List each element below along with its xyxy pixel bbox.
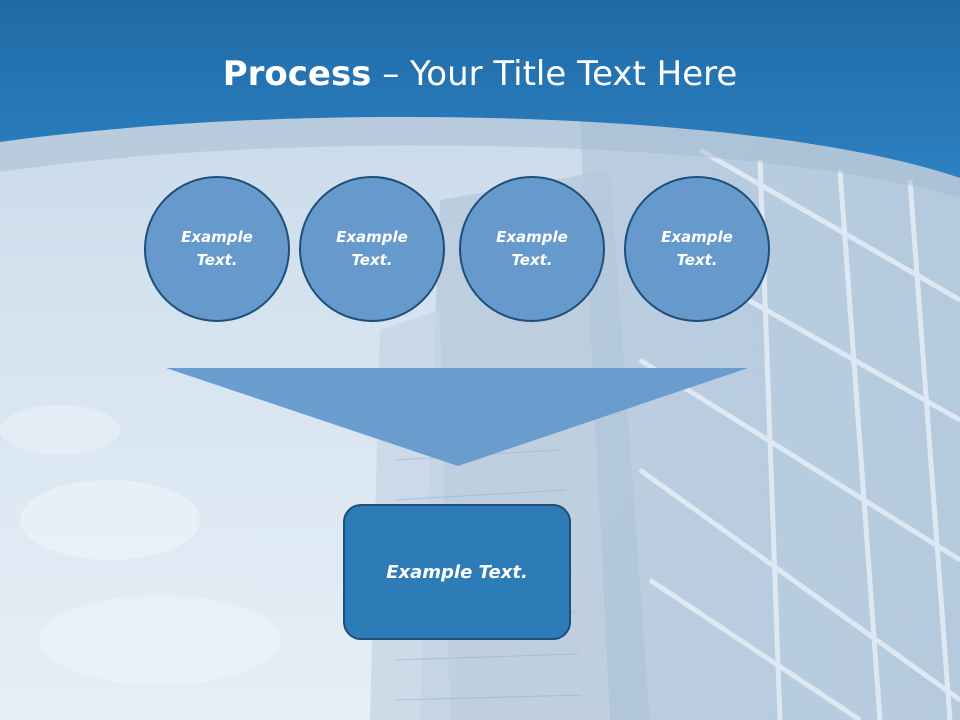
slide-title: Process – Your Title Text Here <box>0 52 960 96</box>
result-box-label: Example Text. <box>386 561 528 583</box>
step-4-line1: Example <box>661 228 733 246</box>
result-box[interactable]: Example Text. <box>343 504 571 640</box>
step-3-line1: Example <box>496 228 568 246</box>
step-4-line2: Text. <box>676 251 718 269</box>
funnel-arrow <box>166 368 748 466</box>
step-2-line1: Example <box>336 228 408 246</box>
step-2-line2: Text. <box>351 251 393 269</box>
step-1-line1: Example <box>181 228 253 246</box>
title-bold-part: Process <box>222 54 372 94</box>
title-rest-part: – Your Title Text Here <box>371 54 738 94</box>
step-3-line2: Text. <box>511 251 553 269</box>
step-1-line2: Text. <box>196 251 238 269</box>
